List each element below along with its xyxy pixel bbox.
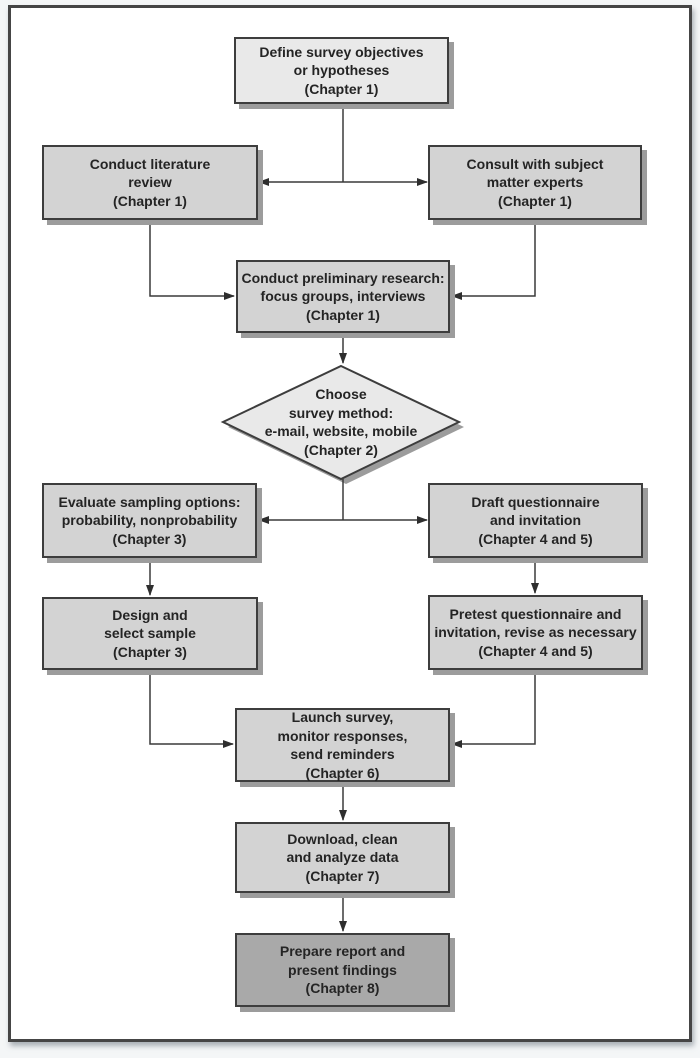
node-pretest-questionnaire: Pretest questionnaire and invitation, re… [428,595,643,670]
node-label-line: probability, nonprobability [61,512,238,529]
node-label-line: Draft questionnaire [471,493,600,510]
node-label-line: Conduct literature [89,155,211,172]
node-label-line: Download, clean [287,830,398,847]
edge-literature-preliminary [149,220,235,300]
node-label-line: matter experts [486,174,584,191]
node-label-line: Prepare report and [279,943,406,960]
node-chapter-ref: (Chapter 1) [498,192,572,209]
node-label-line: Pretest questionnaire and [449,605,622,622]
node-label-line: invitation, revise as necessary [434,624,637,641]
node-chapter-ref: (Chapter 6) [305,764,380,781]
node-label-line: Define survey objectives [259,43,424,60]
node-label-line: Design and [112,606,188,623]
node-chapter-ref: (Chapter 2) [304,441,378,458]
node-label-line: Evaluate sampling options: [58,493,241,510]
node-consult-experts: Consult with subject matter experts (Cha… [428,145,642,220]
node-evaluate-sampling: Evaluate sampling options: probability, … [42,483,257,558]
edge-pretest-launch [451,670,536,748]
node-chapter-ref: (Chapter 7) [305,867,380,884]
node-label-line: Choose [315,386,367,402]
node-chapter-ref: (Chapter 8) [305,980,380,997]
node-choose-survey-method: Choose survey method: e-mail, website, m… [223,365,459,479]
node-label-line: send reminders [290,746,395,762]
node-label-line: select sample [104,625,196,642]
node-download-analyze: Download, clean and analyze data (Chapte… [235,822,450,893]
node-design-sample: Design and select sample (Chapter 3) [42,597,258,670]
node-chapter-ref: (Chapter 1) [304,80,379,97]
node-label-line: or hypotheses [293,62,390,79]
node-label-line: monitor responses, [277,727,408,744]
node-label-line: Launch survey, [291,709,394,725]
node-label-line: Conduct preliminary research: [241,269,445,286]
node-chapter-ref: (Chapter 1) [306,306,380,323]
node-prepare-report: Prepare report and present findings (Cha… [235,933,450,1007]
node-label-line: review [128,174,172,191]
node-label-line: survey method: [288,404,394,421]
node-chapter-ref: (Chapter 1) [113,192,187,209]
edge-design-launch [149,670,234,748]
node-launch-survey: Launch survey, monitor responses, send r… [235,708,450,782]
node-chapter-ref: (Chapter 4 and 5) [478,530,593,547]
node-define-objectives: Define survey objectives or hypotheses (… [234,37,449,104]
decision-diamond-shape [220,364,462,481]
node-label-line: Consult with subject [466,155,604,172]
node-label-line: e-mail, website, mobile [264,423,418,439]
node-chapter-ref: (Chapter 3) [112,530,187,547]
node-chapter-ref: (Chapter 3) [113,643,187,660]
node-label-line: and analyze data [286,849,399,866]
node-chapter-ref: (Chapter 4 and 5) [478,642,593,659]
node-label-line: and invitation [490,512,581,529]
edge-consult-preliminary [451,220,536,300]
node-literature-review: Conduct literature review (Chapter 1) [42,145,258,220]
node-label-line: focus groups, interviews [260,288,426,305]
node-label-line: present findings [288,961,397,978]
node-preliminary-research: Conduct preliminary research: focus grou… [236,260,450,333]
node-draft-questionnaire: Draft questionnaire and invitation (Chap… [428,483,643,558]
